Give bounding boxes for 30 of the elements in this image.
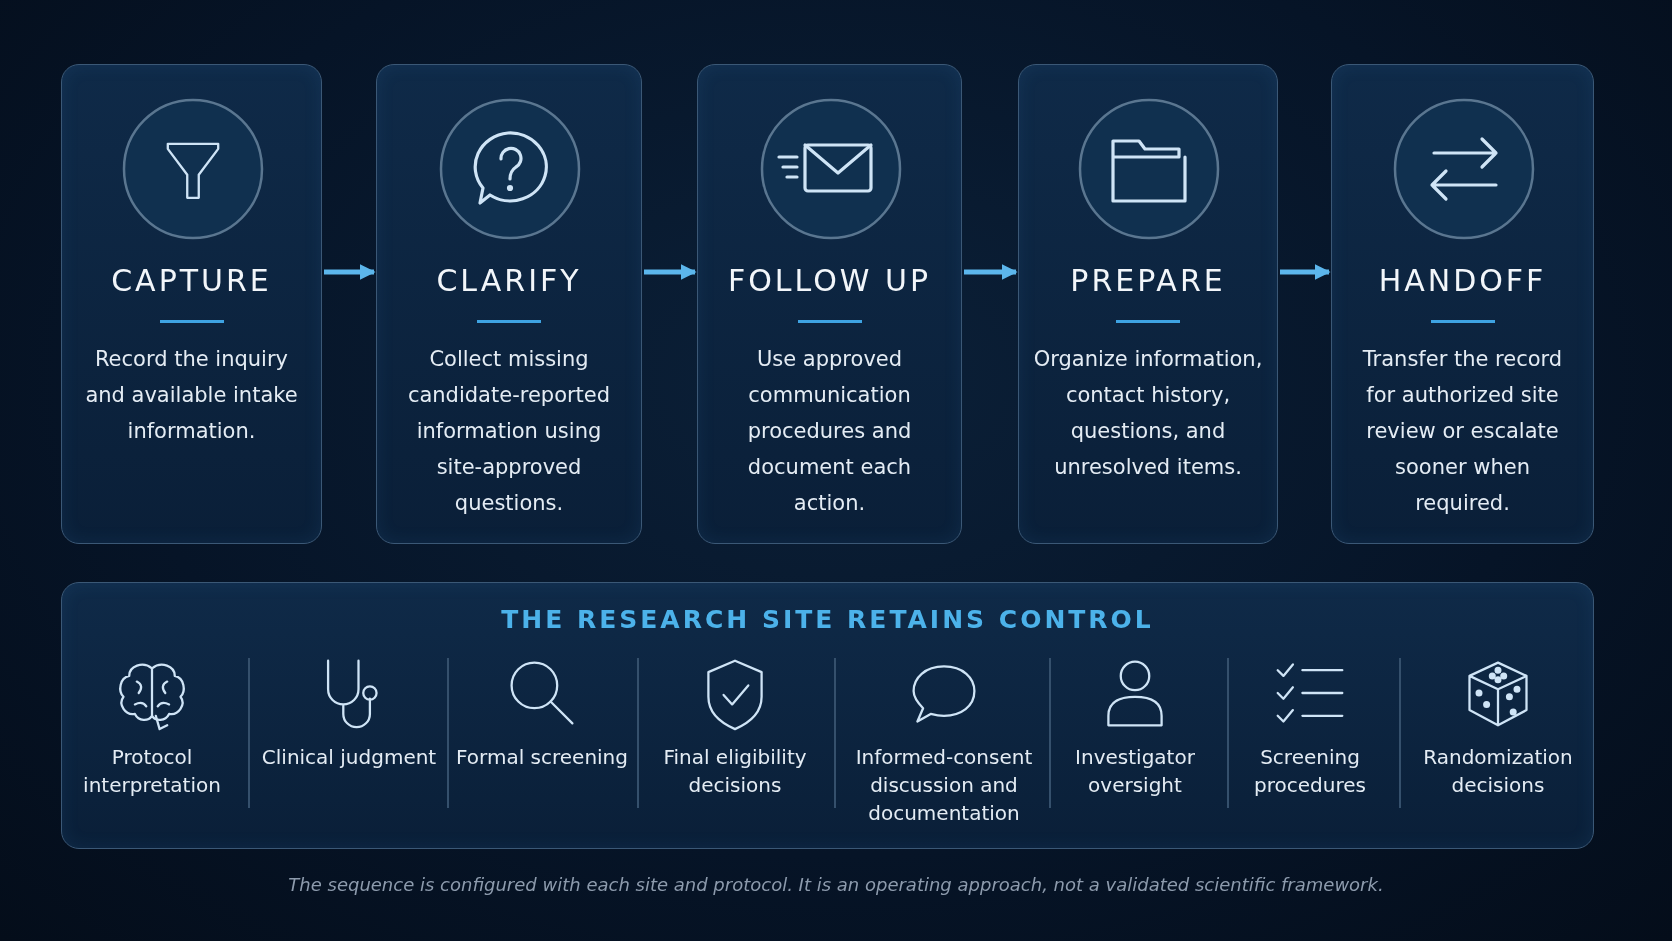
step-title: PREPARE xyxy=(1070,263,1226,298)
step-card xyxy=(697,64,962,544)
panel xyxy=(61,582,1594,849)
step-title: FOLLOW UP xyxy=(727,263,932,298)
step-description: Transfer the record for authorized site review or escalate sooner when required. xyxy=(1361,346,1564,517)
arrow xyxy=(1280,264,1331,280)
control-label: Final eligibility decisions xyxy=(662,744,808,799)
step-description: Use approved communication procedures and document each action. xyxy=(746,346,913,517)
step-title: CAPTURE xyxy=(111,263,272,298)
panel-title: THE RESEARCH SITE RETAINS CONTROL xyxy=(501,605,1154,634)
step-card xyxy=(1331,64,1594,544)
step-title: CLARIFY xyxy=(436,263,582,298)
step-title: HANDOFF xyxy=(1378,263,1547,298)
step-description: Collect missing candidate-reported information using site-approved questions. xyxy=(406,346,612,517)
step-card xyxy=(376,64,642,544)
control-label: Clinical judgment xyxy=(261,744,437,771)
step-card xyxy=(1018,64,1278,544)
step-description: Record the inquiry and available intake information. xyxy=(84,346,299,445)
caption: The sequence is configured with each site and protocol. It is an operating approach, not a validated scientific framework. xyxy=(288,874,1384,895)
control-label: Formal screening xyxy=(455,744,629,771)
control-label: Informed-consent discussion and documentation xyxy=(854,744,1034,827)
control-label: Protocol interpretation xyxy=(82,744,222,799)
step-card xyxy=(61,64,322,544)
arrow xyxy=(324,264,376,280)
arrow xyxy=(964,264,1018,280)
arrow xyxy=(644,264,697,280)
control-label: Randomization decisions xyxy=(1422,744,1574,799)
control-label: Investigator oversight xyxy=(1074,744,1196,799)
control-label: Screening procedures xyxy=(1253,744,1367,799)
step-description: Organize information, contact history, questions, and unresolved items. xyxy=(1033,346,1263,481)
